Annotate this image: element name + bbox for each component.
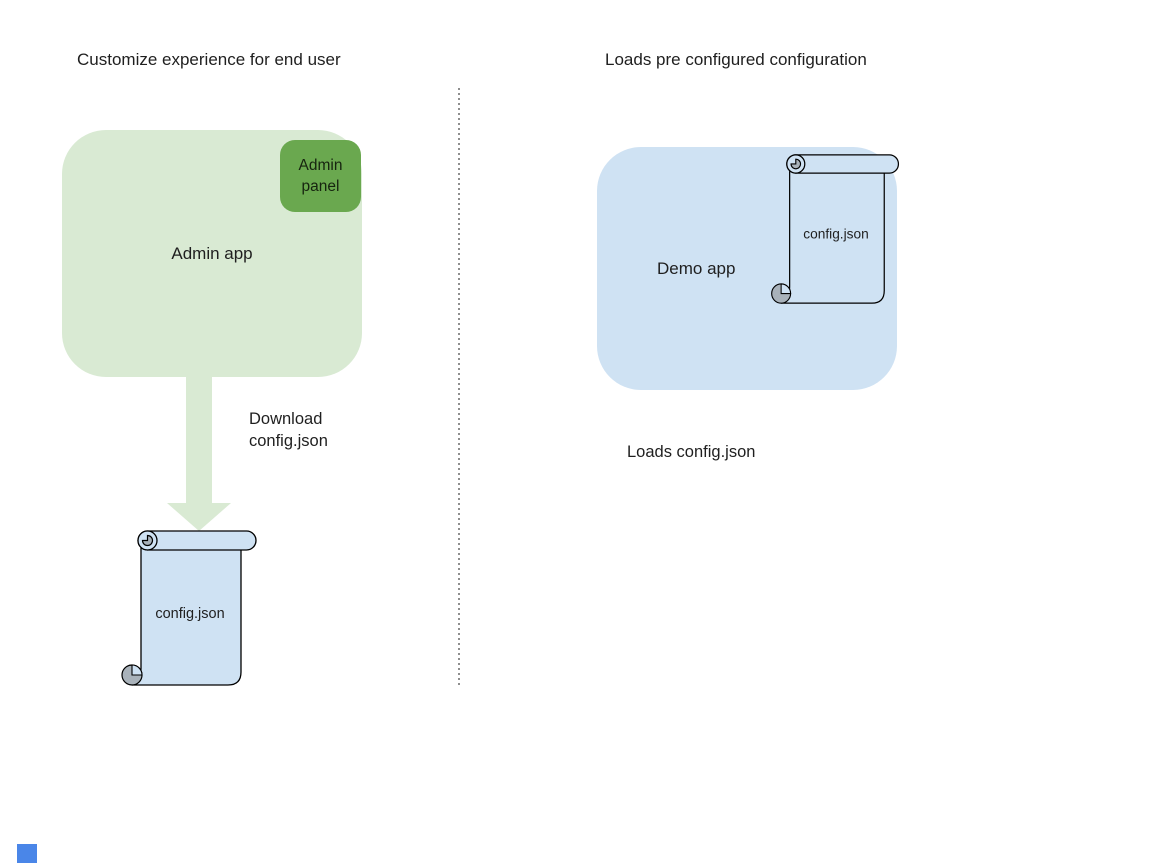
left-section-title: Customize experience for end user: [77, 50, 341, 69]
download-arrow-label: Download config.json: [249, 410, 328, 450]
config-json-scroll-left: config.json: [121, 530, 257, 686]
config-json-label-left: config.json: [155, 606, 224, 622]
demo-app-label: Demo app: [657, 258, 736, 278]
scroll-top-curl: [141, 534, 154, 547]
loads-config-caption: Loads config.json: [627, 443, 756, 461]
config-json-scroll-right: config.json: [771, 154, 900, 304]
admin-panel-label: Admin panel: [298, 157, 343, 195]
download-arrow-icon: [167, 377, 231, 531]
corner-square: [17, 844, 37, 863]
config-json-label-right: config.json: [803, 226, 869, 242]
admin-app-label: Admin app: [171, 243, 253, 263]
admin-panel-shape: Admin panel: [280, 140, 361, 212]
section-divider-line: [458, 88, 460, 687]
right-section-title: Loads pre configured configuration: [605, 50, 867, 69]
scroll-top-curl: [790, 158, 802, 170]
